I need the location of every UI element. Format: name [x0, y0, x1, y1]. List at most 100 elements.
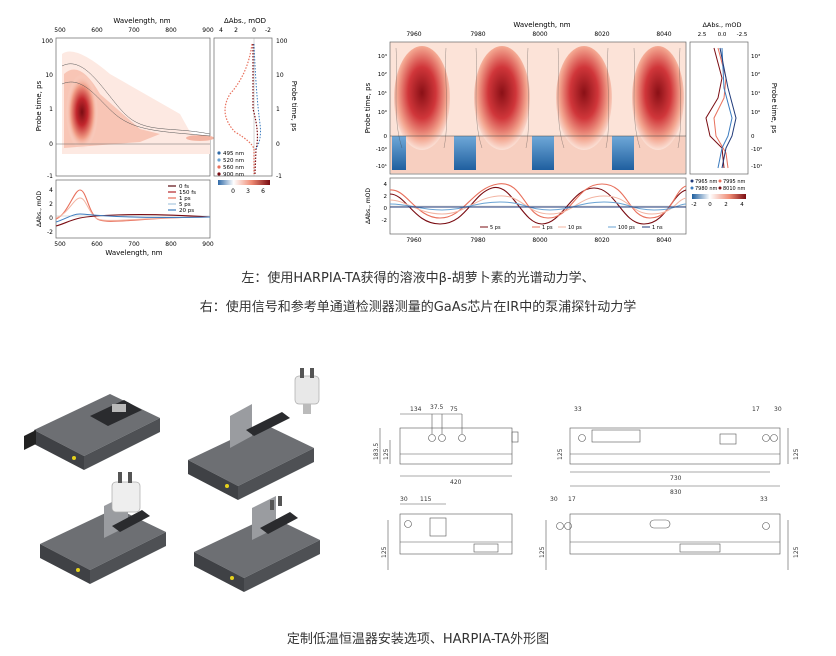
- right-ytick: 10²: [378, 71, 387, 78]
- left-bottom-xtick: 500: [54, 241, 66, 248]
- right-top-xlabel: Wavelength, nm: [513, 21, 570, 29]
- right-bottom-legend: 10 ps: [568, 225, 582, 231]
- right-right-ytick: 10¹: [751, 90, 760, 97]
- drawing-side-view-right: [569, 427, 789, 487]
- left-side-xtick: 0: [252, 27, 256, 34]
- right-bottom-trace: [389, 187, 687, 225]
- right-side-legend: 8010 nm: [723, 186, 745, 192]
- harpia-unit-render: [188, 404, 314, 500]
- left-right-ytick: 100: [276, 38, 288, 45]
- left-top-xtick: 600: [91, 27, 103, 34]
- right-bottom-legend: 100 ps: [618, 225, 635, 231]
- left-side-panel: [213, 37, 273, 177]
- dim-label: 33: [760, 496, 768, 503]
- left-right-ytick: 0: [276, 141, 280, 148]
- right-side-legend: 7965 nm: [695, 179, 717, 185]
- right-top-xtick: 7960: [406, 31, 421, 38]
- caption-renders-drawings: 定制低温恒温器安装选项、HARPIA-TA外形图: [286, 632, 550, 647]
- right-bottom-xtick: 7960: [406, 237, 421, 244]
- right-kinetics-figure: Wavelength, nm 7960 7980 8000 8020 8040 …: [364, 21, 778, 244]
- left-spectrum: [55, 213, 211, 223]
- right-ytick: 10¹: [378, 90, 387, 97]
- left-ytick: 10: [45, 72, 53, 79]
- right-map-cool-bands: [392, 136, 634, 170]
- left-right-ylabel: Probe time, ps: [290, 81, 298, 132]
- drawing-front-view-left: [387, 503, 513, 570]
- left-bottom-ytick: 4: [49, 187, 53, 194]
- right-right-ytick: -10¹: [751, 163, 762, 170]
- cryostat-render: [294, 368, 320, 414]
- right-side-trace: [719, 47, 737, 169]
- right-bottom-ytick: 4: [384, 182, 388, 188]
- right-bottom-ytick: 0: [384, 206, 388, 212]
- left-map-legend: 900 nm: [223, 172, 244, 178]
- right-bottom-xtick: 8040: [656, 237, 671, 244]
- right-side-xtick: -2.5: [737, 32, 748, 38]
- dim-label: 730: [670, 475, 682, 482]
- harpia-unit-render: [40, 494, 166, 584]
- dim-label: 17: [752, 406, 760, 413]
- dim-label: 125: [793, 448, 800, 460]
- left-map-legend: 560 nm: [223, 165, 244, 171]
- left-top-xtick: 900: [202, 27, 214, 34]
- cryostat-mount-renders: [24, 368, 320, 592]
- left-side-xtick: -2: [265, 27, 271, 34]
- right-map-hot-bands: [394, 46, 684, 150]
- left-side-xtick: 2: [234, 27, 238, 34]
- left-bottom-legend: 5 ps: [179, 202, 191, 208]
- outline-drawings: 134 37.5 75 183.5 125 420 33 17 30 125 1…: [373, 404, 800, 570]
- left-right-ytick: -1: [276, 173, 282, 180]
- right-colorbar-tick: 2: [724, 202, 728, 208]
- right-top-xtick: 8040: [656, 31, 671, 38]
- right-colorbar-tick: -2: [691, 202, 696, 208]
- left-bottom-legend: 150 fs: [179, 190, 196, 196]
- dim-label: 75: [450, 406, 458, 413]
- left-ytick: -1: [47, 173, 53, 180]
- left-map-hotspot: [66, 74, 98, 150]
- left-ytick: 0: [49, 141, 53, 148]
- right-right-ylabel: Probe time, ps: [770, 83, 778, 134]
- drawing-rear-view-right: [545, 513, 789, 570]
- left-top-xtick: 800: [165, 27, 177, 34]
- right-colorbar-tick: 4: [740, 202, 744, 208]
- right-side-legend: 7995 nm: [723, 179, 745, 185]
- left-colorbar-tick: 3: [246, 188, 250, 195]
- caption-left-figure: 左：使用HARPIA-TA获得的溶液中β-胡萝卜素的光谱动力学、: [241, 271, 595, 286]
- dim-label: 115: [420, 496, 432, 503]
- left-ytick: 100: [42, 38, 54, 45]
- right-bottom-xtick: 7980: [470, 237, 485, 244]
- caption-right-figure: 右：使用信号和参考单通道检测器测量的GaAs芯片在IR中的泵浦探针动力学: [199, 300, 637, 315]
- right-side-legend: 7980 nm: [695, 186, 717, 192]
- right-ytick: -10⁰: [376, 146, 388, 153]
- left-bottom-legend: 1 ps: [179, 196, 191, 202]
- left-bottom-ytick: -2: [47, 229, 53, 236]
- right-bottom-ytick: -2: [382, 218, 387, 224]
- right-bottom-ytick: 2: [384, 194, 388, 200]
- right-top-xtick: 8020: [594, 31, 609, 38]
- dim-label: 37.5: [430, 404, 444, 411]
- left-colorbar-tick: 6: [261, 188, 265, 195]
- dim-label: 125: [793, 546, 800, 558]
- left-top-xtick: 700: [128, 27, 140, 34]
- left-bottom-panel: [55, 179, 211, 239]
- right-bottom-legend: 5 ps: [490, 225, 501, 231]
- harpia-unit-render: [194, 496, 320, 592]
- right-bottom-trace: [389, 183, 687, 219]
- right-ylabel: Probe time, ps: [364, 82, 372, 133]
- left-right-ytick: 1: [276, 106, 280, 113]
- left-side-xtick: 4: [219, 27, 223, 34]
- right-right-ytick: -10⁰: [751, 146, 763, 153]
- right-right-ytick: 10³: [751, 53, 760, 60]
- cryostat-render: [111, 472, 141, 513]
- dim-label: 183.5: [373, 443, 380, 460]
- left-bottom-xtick: 800: [165, 241, 177, 248]
- right-bottom-xtick: 8020: [594, 237, 609, 244]
- right-right-ytick: 10²: [751, 71, 760, 78]
- dim-label: 420: [450, 479, 462, 486]
- left-bottom-ytick: 0: [49, 215, 53, 222]
- dim-label: 125: [539, 546, 546, 558]
- dim-label: 830: [670, 489, 682, 496]
- left-ylabel: Probe time, ps: [35, 80, 43, 131]
- left-ytick: 1: [49, 106, 53, 113]
- right-top-xtick: 7980: [470, 31, 485, 38]
